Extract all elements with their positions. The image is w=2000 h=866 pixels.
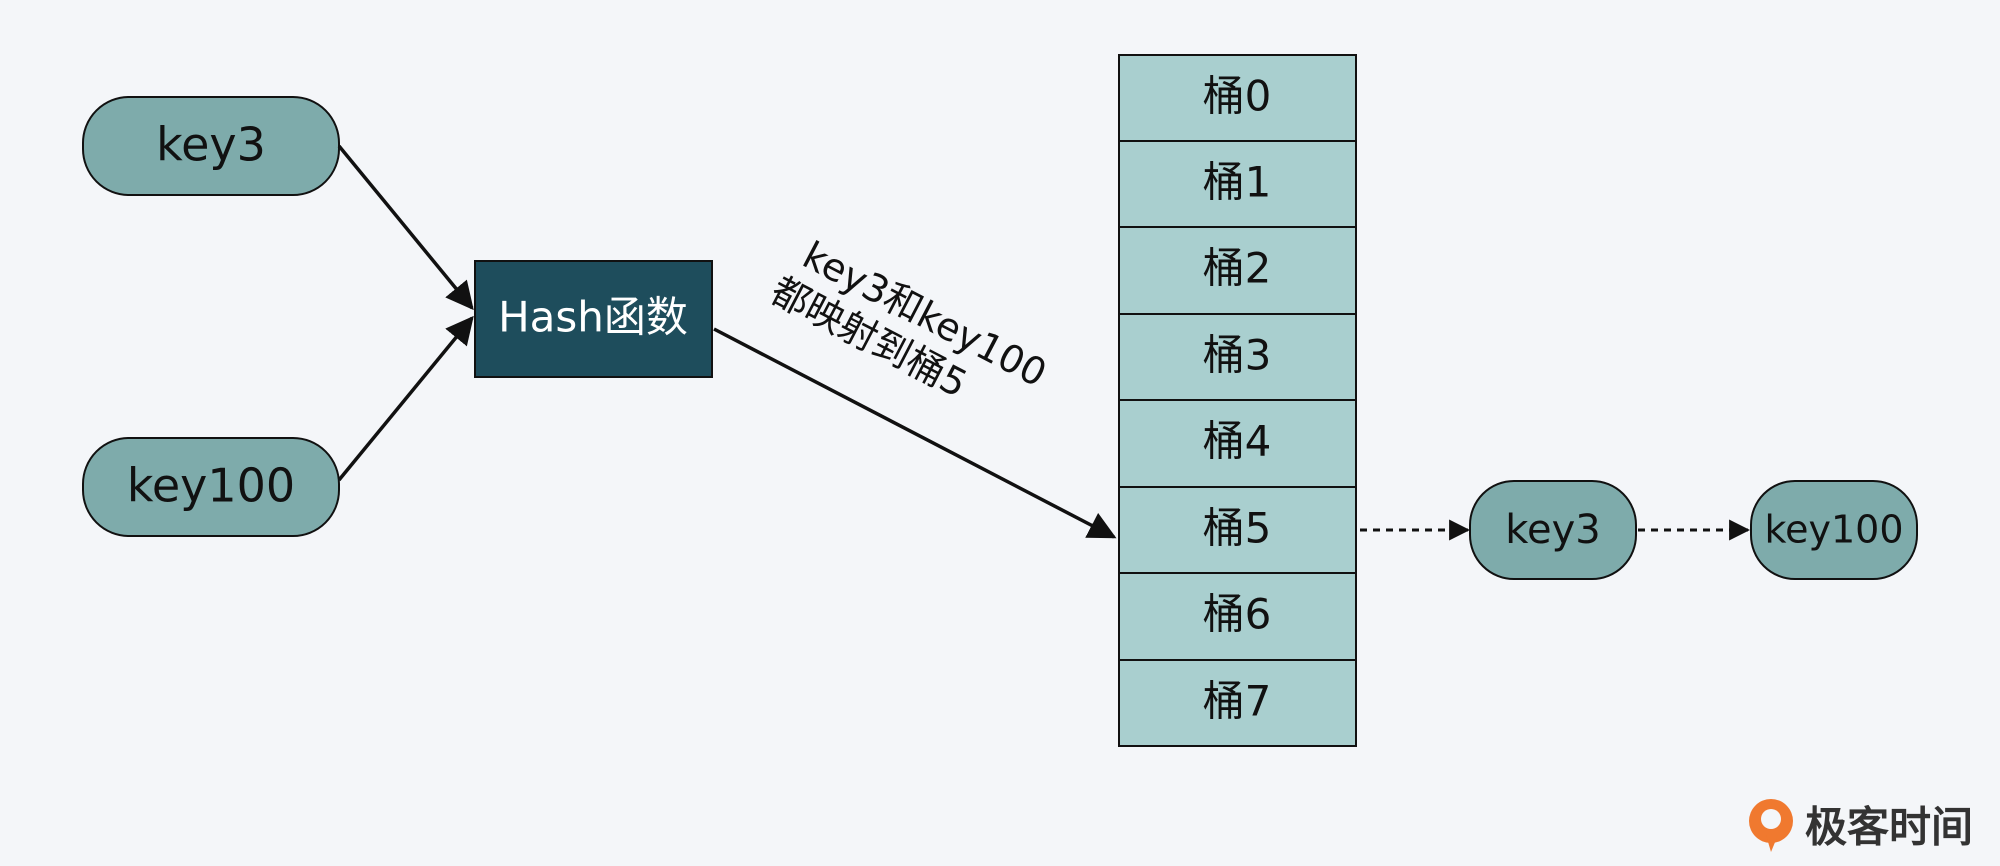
bucket-cell: 桶1	[1118, 140, 1357, 228]
bucket-label: 桶1	[1203, 158, 1272, 207]
bucket-cell: 桶5	[1118, 486, 1357, 574]
arrow-key100-to-hash	[337, 315, 474, 482]
bucket-cell: 桶2	[1118, 226, 1357, 315]
bucket-cell: 桶7	[1118, 659, 1357, 747]
bucket-label: 桶2	[1203, 244, 1272, 293]
bucket-label: 桶4	[1203, 417, 1272, 466]
brand-logo-icon	[1749, 799, 1793, 852]
hash-function-label: Hash函数	[498, 293, 688, 342]
bucket-label: 桶6	[1203, 590, 1272, 639]
bucket-cell: 桶0	[1118, 54, 1357, 142]
hash-function-box: Hash函数	[474, 260, 713, 378]
input-key-node-key3: key3	[82, 96, 340, 196]
bucket-label: 桶5	[1203, 504, 1272, 553]
bucket-array: 桶0 桶1 桶2 桶3 桶4 桶5 桶6 桶7	[1118, 54, 1357, 747]
brand-logo: 极客时间	[1749, 799, 1973, 852]
chain-node-key3: key3	[1469, 480, 1637, 580]
mapping-label: key3和key100 都映射到桶5	[764, 233, 1054, 406]
bucket-label: 桶7	[1203, 677, 1272, 726]
chain-node-label: key3	[1505, 507, 1600, 553]
arrow-key3-to-hash	[337, 144, 474, 311]
chain-node-key100: key100	[1750, 480, 1918, 580]
bucket-label: 桶0	[1203, 72, 1272, 121]
arrow-hash-to-bucket5	[713, 327, 1117, 539]
bucket-cell: 桶4	[1118, 399, 1357, 488]
input-key-node-key100: key100	[82, 437, 340, 537]
bucket-label: 桶3	[1203, 331, 1272, 380]
brand-name: 极客时间	[1805, 803, 1973, 852]
input-key-label: key3	[156, 118, 266, 172]
input-key-label: key100	[127, 459, 295, 513]
bucket-cell: 桶6	[1118, 572, 1357, 661]
bucket-cell: 桶3	[1118, 313, 1357, 401]
chain-node-label: key100	[1764, 508, 1903, 552]
